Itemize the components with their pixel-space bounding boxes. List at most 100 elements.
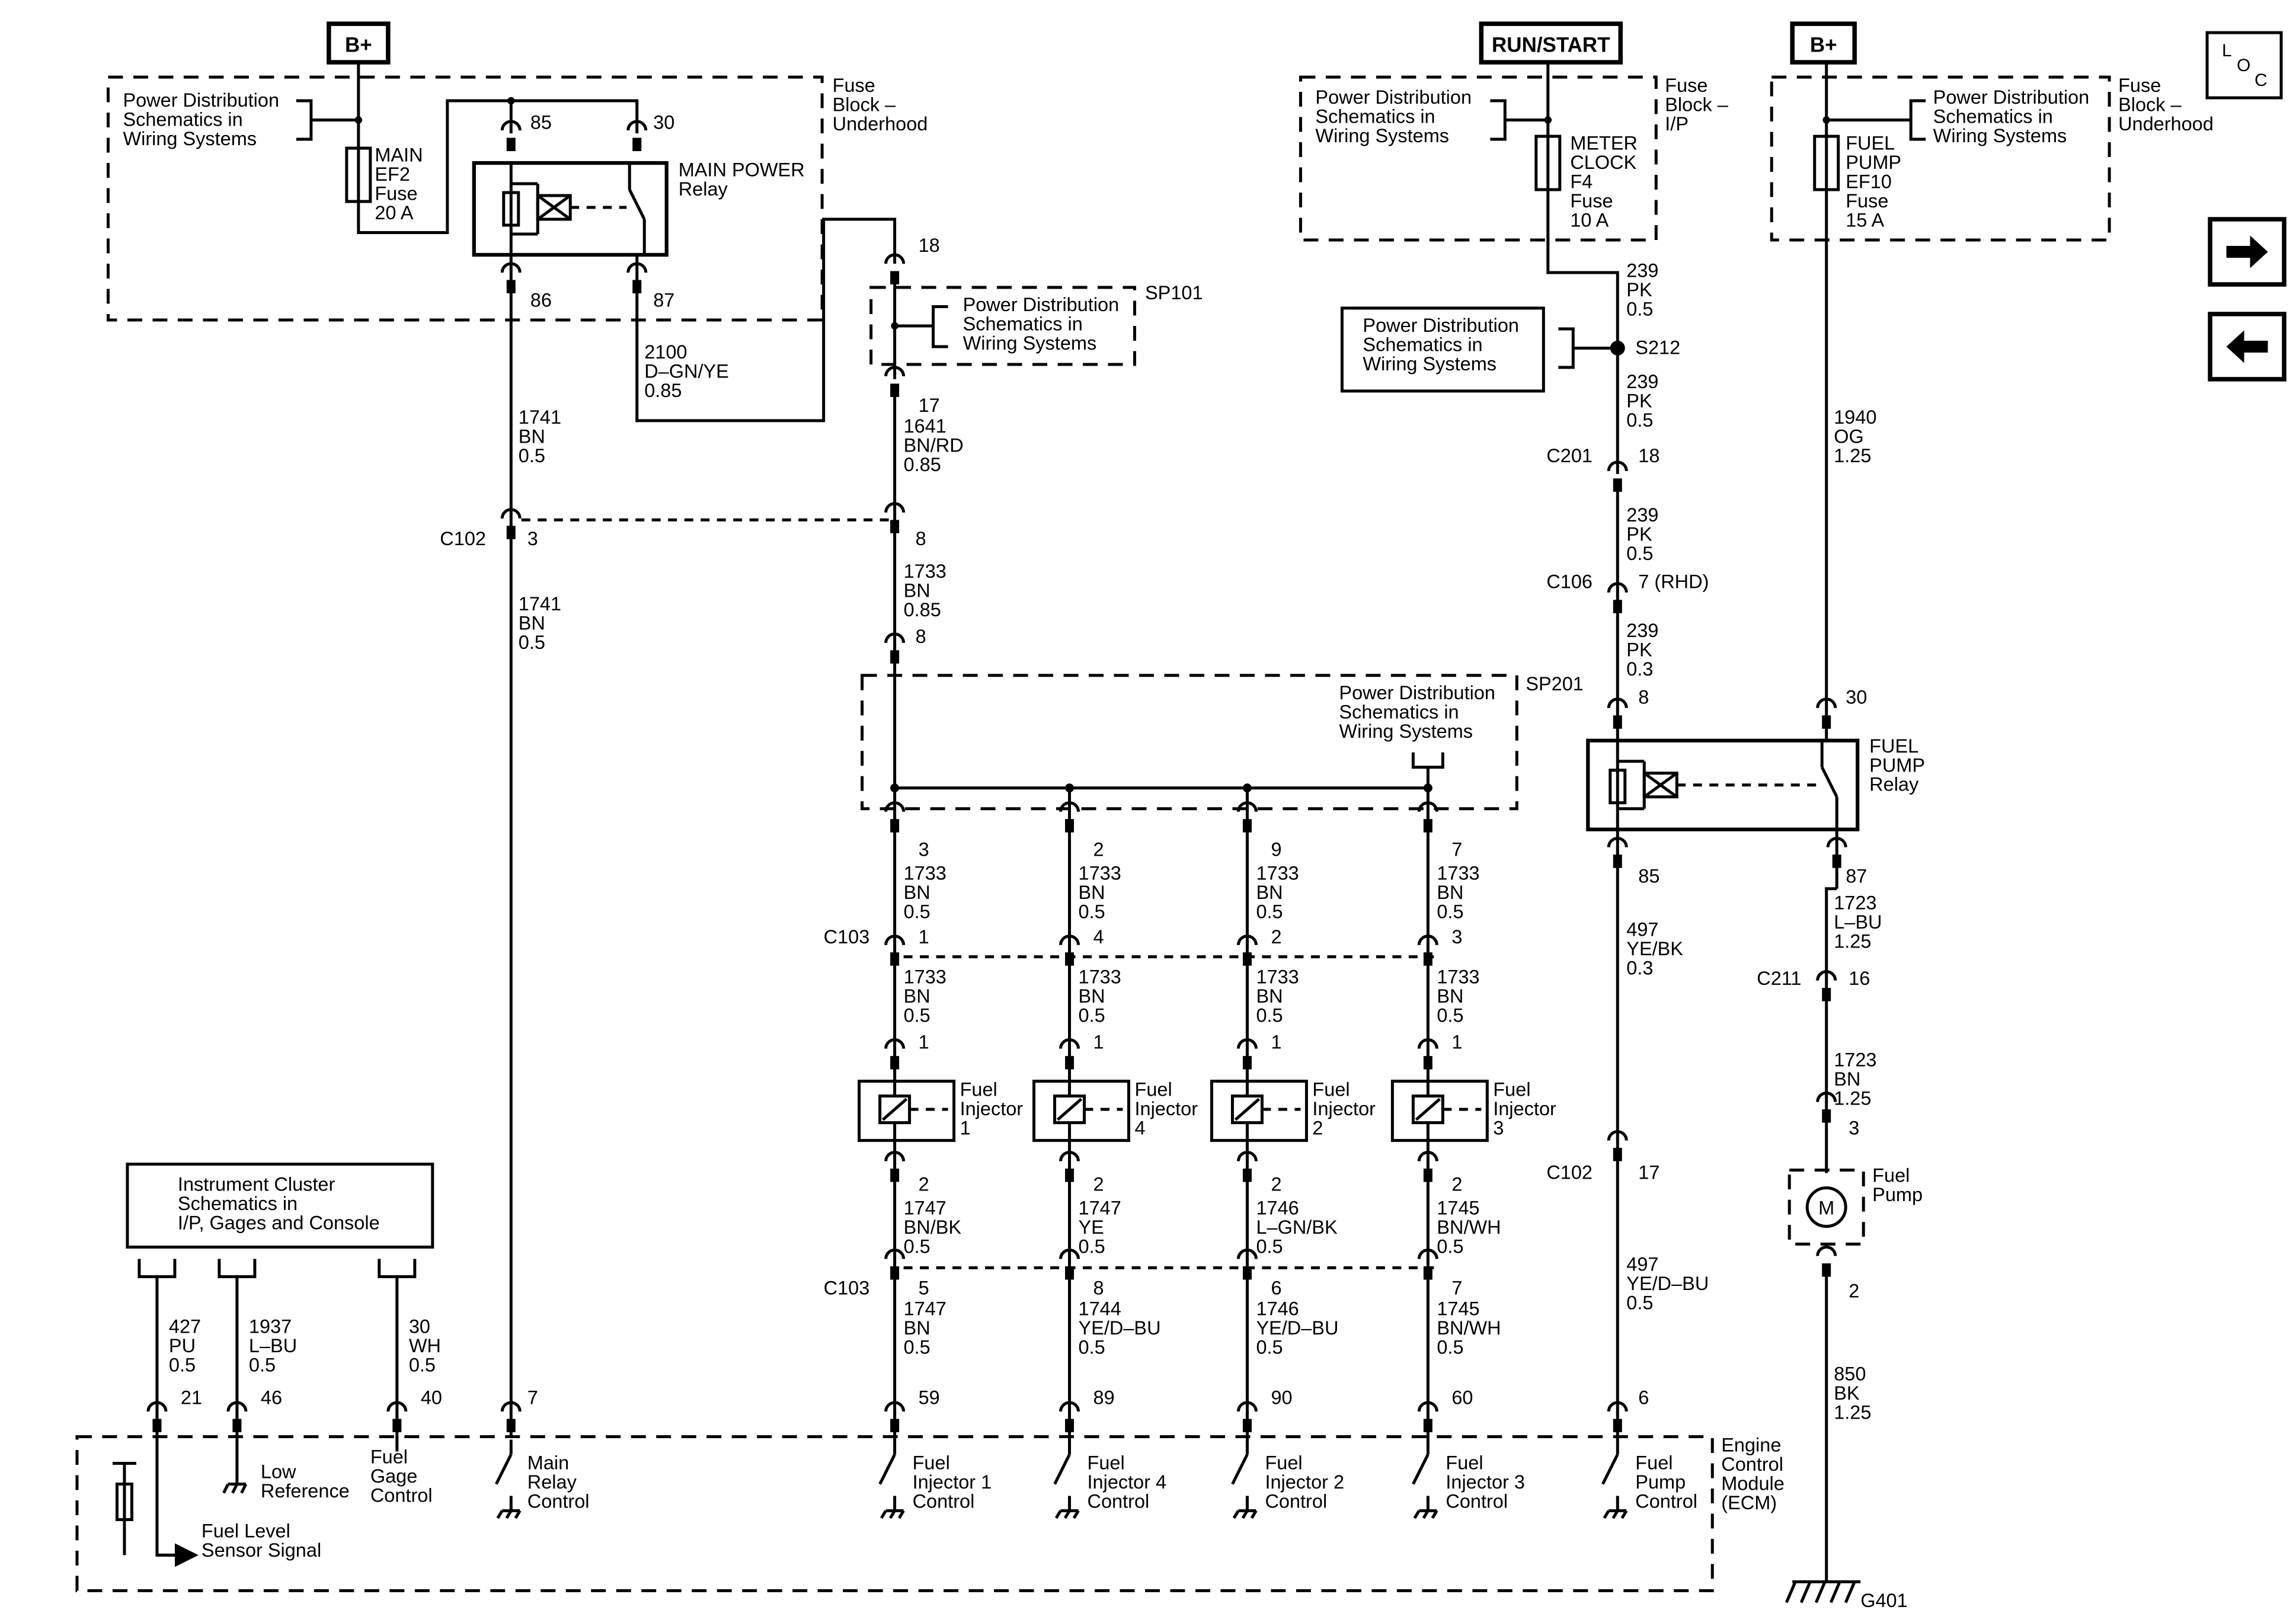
relay-pin-30: 30 (653, 112, 674, 133)
connector-pin (506, 1419, 516, 1432)
s212-splice (1610, 340, 1625, 356)
c106-pin-7: 7 (RHD) (1638, 571, 1709, 592)
c102-pin-3 (500, 508, 522, 519)
ground-g401 (1799, 1581, 1812, 1603)
b-plus-right-label: B+ (1810, 34, 1837, 57)
connector-pin (1607, 1401, 1628, 1412)
ecm-injector-pin-0: 59 (919, 1387, 940, 1408)
previous-page-button[interactable] (2208, 312, 2287, 382)
sp101-pin-17: 17 (919, 395, 940, 416)
sp201-pin-3: 7 (1451, 839, 1462, 860)
fuel-pump-relay-resistor (1609, 769, 1627, 805)
next-page-button[interactable] (2208, 217, 2287, 287)
connector-pin (1065, 1419, 1075, 1432)
wire-1723 (1825, 887, 1837, 1173)
splice-dot (507, 97, 515, 105)
fuel-injector-3 (1210, 1080, 1308, 1142)
ecm-injector-switch-3 (1412, 1454, 1430, 1485)
ecm-injector-switch-2 (1232, 1510, 1240, 1519)
injector-pin-1-3: 1 (1451, 1032, 1462, 1053)
fuse-block-underhood-left (106, 75, 824, 322)
connector-pin (1613, 600, 1622, 613)
c103-label-b: C103 (824, 1278, 870, 1299)
sp201-pin-8: 8 (916, 626, 926, 647)
connector-pin (1065, 1169, 1075, 1182)
connector-pin (1236, 1249, 1258, 1259)
connector-pin (386, 1401, 408, 1412)
ground-g401 (1844, 1581, 1856, 1603)
connector-pin (226, 1401, 248, 1412)
ecm-injector-switch-0 (888, 1510, 896, 1519)
connector-pin (1607, 460, 1628, 472)
fuel-pump-motor (1805, 1186, 1847, 1228)
c103-pin-0: 1 (919, 926, 929, 948)
instrument-cluster-ref-box (126, 1163, 434, 1249)
c103b-pin-3: 7 (1451, 1278, 1462, 1299)
connector-pin (1423, 1056, 1432, 1070)
ecm-injector-switch-1 (1072, 1510, 1080, 1519)
connector-pin (890, 1266, 900, 1280)
ecm-injector-pin-1: 89 (1093, 1387, 1115, 1408)
connector-pin (884, 632, 906, 644)
fuel-pump-pin-2: 2 (1849, 1281, 1859, 1302)
c102-pin-17: 17 (1638, 1162, 1659, 1183)
connector-pin (884, 801, 906, 812)
connector-pin (1242, 952, 1252, 966)
c201-pin-18: 18 (1638, 445, 1659, 466)
connector-pin (1242, 1266, 1252, 1280)
low-reference (231, 1483, 239, 1494)
connector-pin (1059, 1249, 1080, 1259)
connector-pin (1822, 1109, 1831, 1123)
connector-pin (1816, 1246, 1837, 1256)
pds-bracket (1411, 752, 1444, 769)
connector-pin (1613, 1419, 1622, 1432)
connector-pin (1816, 1092, 1837, 1102)
ecm-fuel-pump-switch (1611, 1510, 1619, 1519)
fuel-level-signal (155, 1439, 193, 1557)
ecm-main-relay-switch (505, 1510, 513, 1519)
connector-pin (1065, 819, 1075, 833)
ecm-injector-switch-2 (1250, 1510, 1258, 1519)
ecm-injector-switch-3 (1413, 1510, 1421, 1519)
ecm-main-relay-switch (495, 1454, 513, 1485)
c211-label: C211 (1757, 968, 1801, 989)
cluster-connector-1 (218, 1259, 257, 1279)
fuse-block-underhood-right (1770, 75, 2111, 242)
injector-pin-2-2: 2 (1271, 1174, 1281, 1195)
fuel-pump-relay-pin-86: 8 (1638, 686, 1649, 708)
ground-g401 (1814, 1581, 1827, 1603)
connector-pin (1423, 1266, 1432, 1280)
c103b-pin-0: 5 (919, 1278, 929, 1299)
connector-pin (500, 120, 522, 131)
connector-pin (884, 1401, 906, 1412)
connector-pin (1822, 1263, 1831, 1277)
ground-g401-label: G401 (1860, 1590, 1907, 1610)
sp201-pin-1: 2 (1093, 839, 1104, 860)
c103b-pin-1: 8 (1093, 1278, 1104, 1299)
cluster-connector-2 (378, 1259, 417, 1279)
c102-pin-3-label: 3 (527, 528, 538, 549)
connector-pin (890, 383, 900, 397)
connector-pin (232, 1419, 242, 1432)
connector-pin (1613, 715, 1622, 729)
fuel-injector-2 (1032, 1080, 1131, 1142)
connector-pin (884, 1151, 906, 1161)
